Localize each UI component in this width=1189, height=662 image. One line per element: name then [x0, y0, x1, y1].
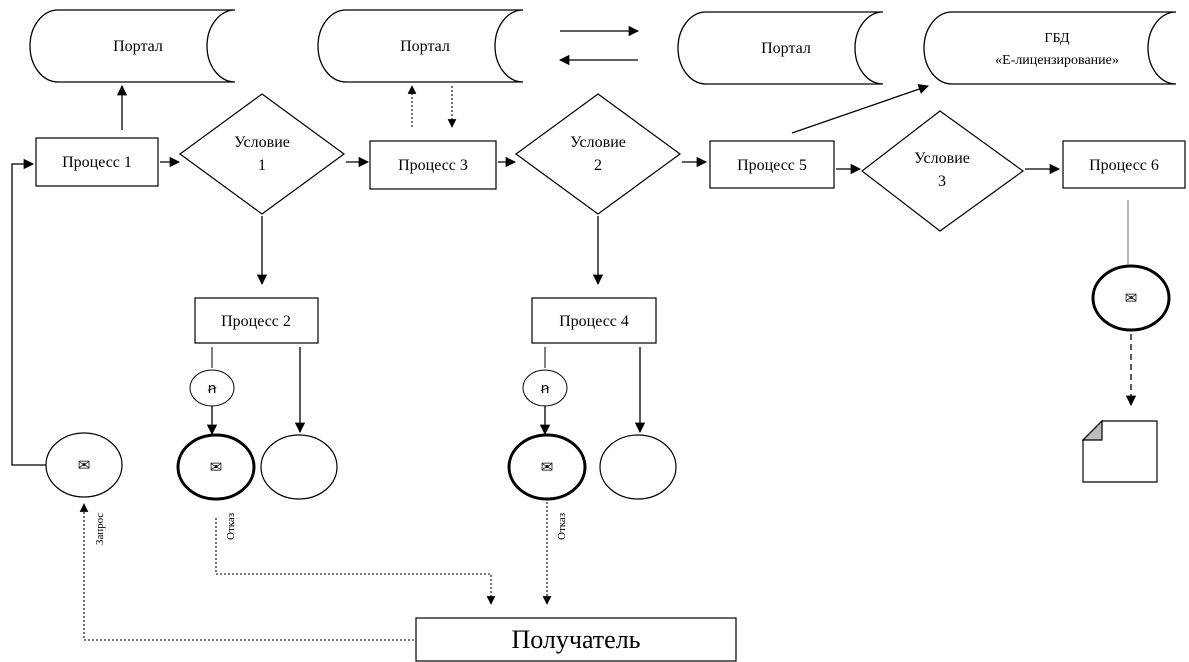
process-3-label: Процесс 3: [398, 157, 468, 174]
condition-1: Условие 1: [178, 93, 346, 215]
condition-1-line2: 1: [258, 157, 266, 174]
process-2: Процесс 2: [194, 297, 319, 344]
signature-icon: ꞥ: [208, 381, 217, 397]
gbd-label-line1: ГБД: [1044, 31, 1070, 46]
output-document: [1081, 419, 1158, 483]
signature-event-2: ꞥ: [522, 369, 568, 407]
dotted-receiver-to-request: [79, 503, 414, 641]
portal-2: Портал: [317, 9, 524, 83]
portal-1: Портал: [29, 9, 236, 83]
condition-3-line1: Условие: [914, 150, 970, 167]
signature-icon: ꞥ: [541, 381, 550, 397]
arrow-request-to-proc1: [11, 158, 46, 466]
portal-3: Портал: [677, 11, 884, 85]
request-label: Запрос: [94, 513, 106, 545]
portal-3-label: Портал: [761, 40, 811, 57]
receiver: Получатель: [415, 617, 737, 662]
gbd-label-line2: «Е-лицензирование»: [995, 53, 1119, 68]
envelope-icon: ✉: [541, 458, 554, 476]
condition-3: Условие 3: [861, 110, 1025, 232]
process-4-label: Процесс 4: [559, 313, 629, 330]
gbd-database: ГБД «Е-лицензирование»: [923, 11, 1177, 85]
condition-2-line1: Условие: [570, 134, 626, 151]
process-1: Процесс 1: [35, 137, 159, 187]
condition-1-line1: Условие: [234, 134, 290, 151]
process-3: Процесс 3: [369, 140, 497, 190]
reject-label-1: Отказ: [225, 513, 237, 540]
process-5-label: Процесс 5: [737, 157, 807, 174]
reject-message-1: ✉: [176, 433, 256, 501]
envelope-icon: ✉: [210, 458, 223, 476]
process-5: Процесс 5: [709, 140, 835, 189]
process-2-label: Процесс 2: [221, 313, 291, 330]
portal-2-label: Портал: [400, 38, 450, 55]
condition-2: Условие 2: [514, 93, 682, 215]
end-event-2: [599, 434, 677, 500]
process-4: Процесс 4: [531, 297, 657, 344]
envelope-icon: ✉: [1125, 289, 1138, 307]
process-6-label: Процесс 6: [1089, 157, 1159, 174]
envelope-icon: ✉: [78, 456, 91, 474]
arrow-proc5-to-gbd: [791, 84, 929, 134]
receiver-label: Получатель: [511, 625, 640, 654]
reject-message-2: ✉: [507, 433, 587, 501]
condition-3-line2: 3: [938, 173, 946, 190]
dotted-reject1-to-receiver: [215, 518, 496, 605]
result-message: ✉: [1091, 264, 1171, 332]
process-6: Процесс 6: [1062, 140, 1186, 189]
end-event-1: [260, 434, 338, 500]
condition-2-line2: 2: [594, 157, 602, 174]
portal-1-label: Портал: [113, 38, 163, 55]
process-1-label: Процесс 1: [62, 154, 132, 171]
request-event: ✉: [45, 432, 123, 498]
reject-label-2: Отказ: [556, 513, 568, 540]
signature-event-1: ꞥ: [189, 369, 235, 407]
